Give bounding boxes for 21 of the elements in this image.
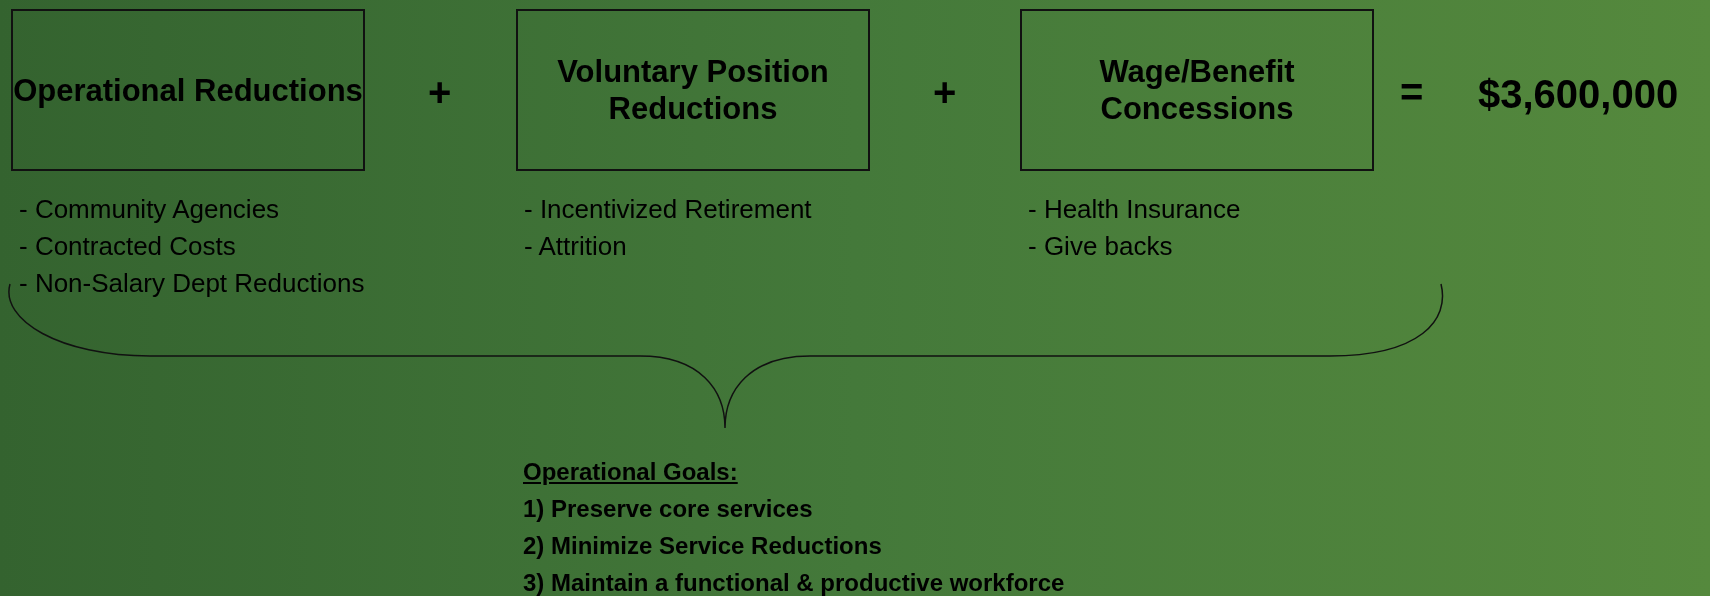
box-title: Wage/Benefit Concessions	[1098, 53, 1296, 127]
bullet-item: - Non-Salary Dept Reductions	[19, 268, 365, 298]
plus-sign: +	[428, 70, 452, 114]
total-amount: $3,600,000	[1478, 72, 1679, 116]
goal-item: 1) Preserve core services	[523, 495, 813, 523]
bullet-item: - Incentivized Retirement	[524, 194, 812, 224]
plus-sign: +	[933, 70, 957, 114]
equals-sign: =	[1400, 70, 1424, 114]
bullet-item: - Community Agencies	[19, 194, 280, 224]
category-box	[11, 9, 365, 171]
bullet-item: - Contracted Costs	[19, 231, 236, 261]
bullet-item: - Health Insurance	[1028, 194, 1241, 224]
bullet-item: - Give backs	[1028, 231, 1173, 261]
category-box	[516, 9, 870, 171]
box-title: Operational Reductions	[13, 71, 363, 109]
box-title: Voluntary Position Reductions	[556, 53, 830, 127]
goal-item: 3) Maintain a functional & productive workforce	[523, 569, 1065, 596]
goal-item: 2) Minimize Service Reductions	[523, 532, 882, 560]
goals-heading: Operational Goals:	[523, 458, 738, 486]
category-box	[1020, 9, 1374, 171]
bullet-item: - Attrition	[524, 231, 627, 261]
